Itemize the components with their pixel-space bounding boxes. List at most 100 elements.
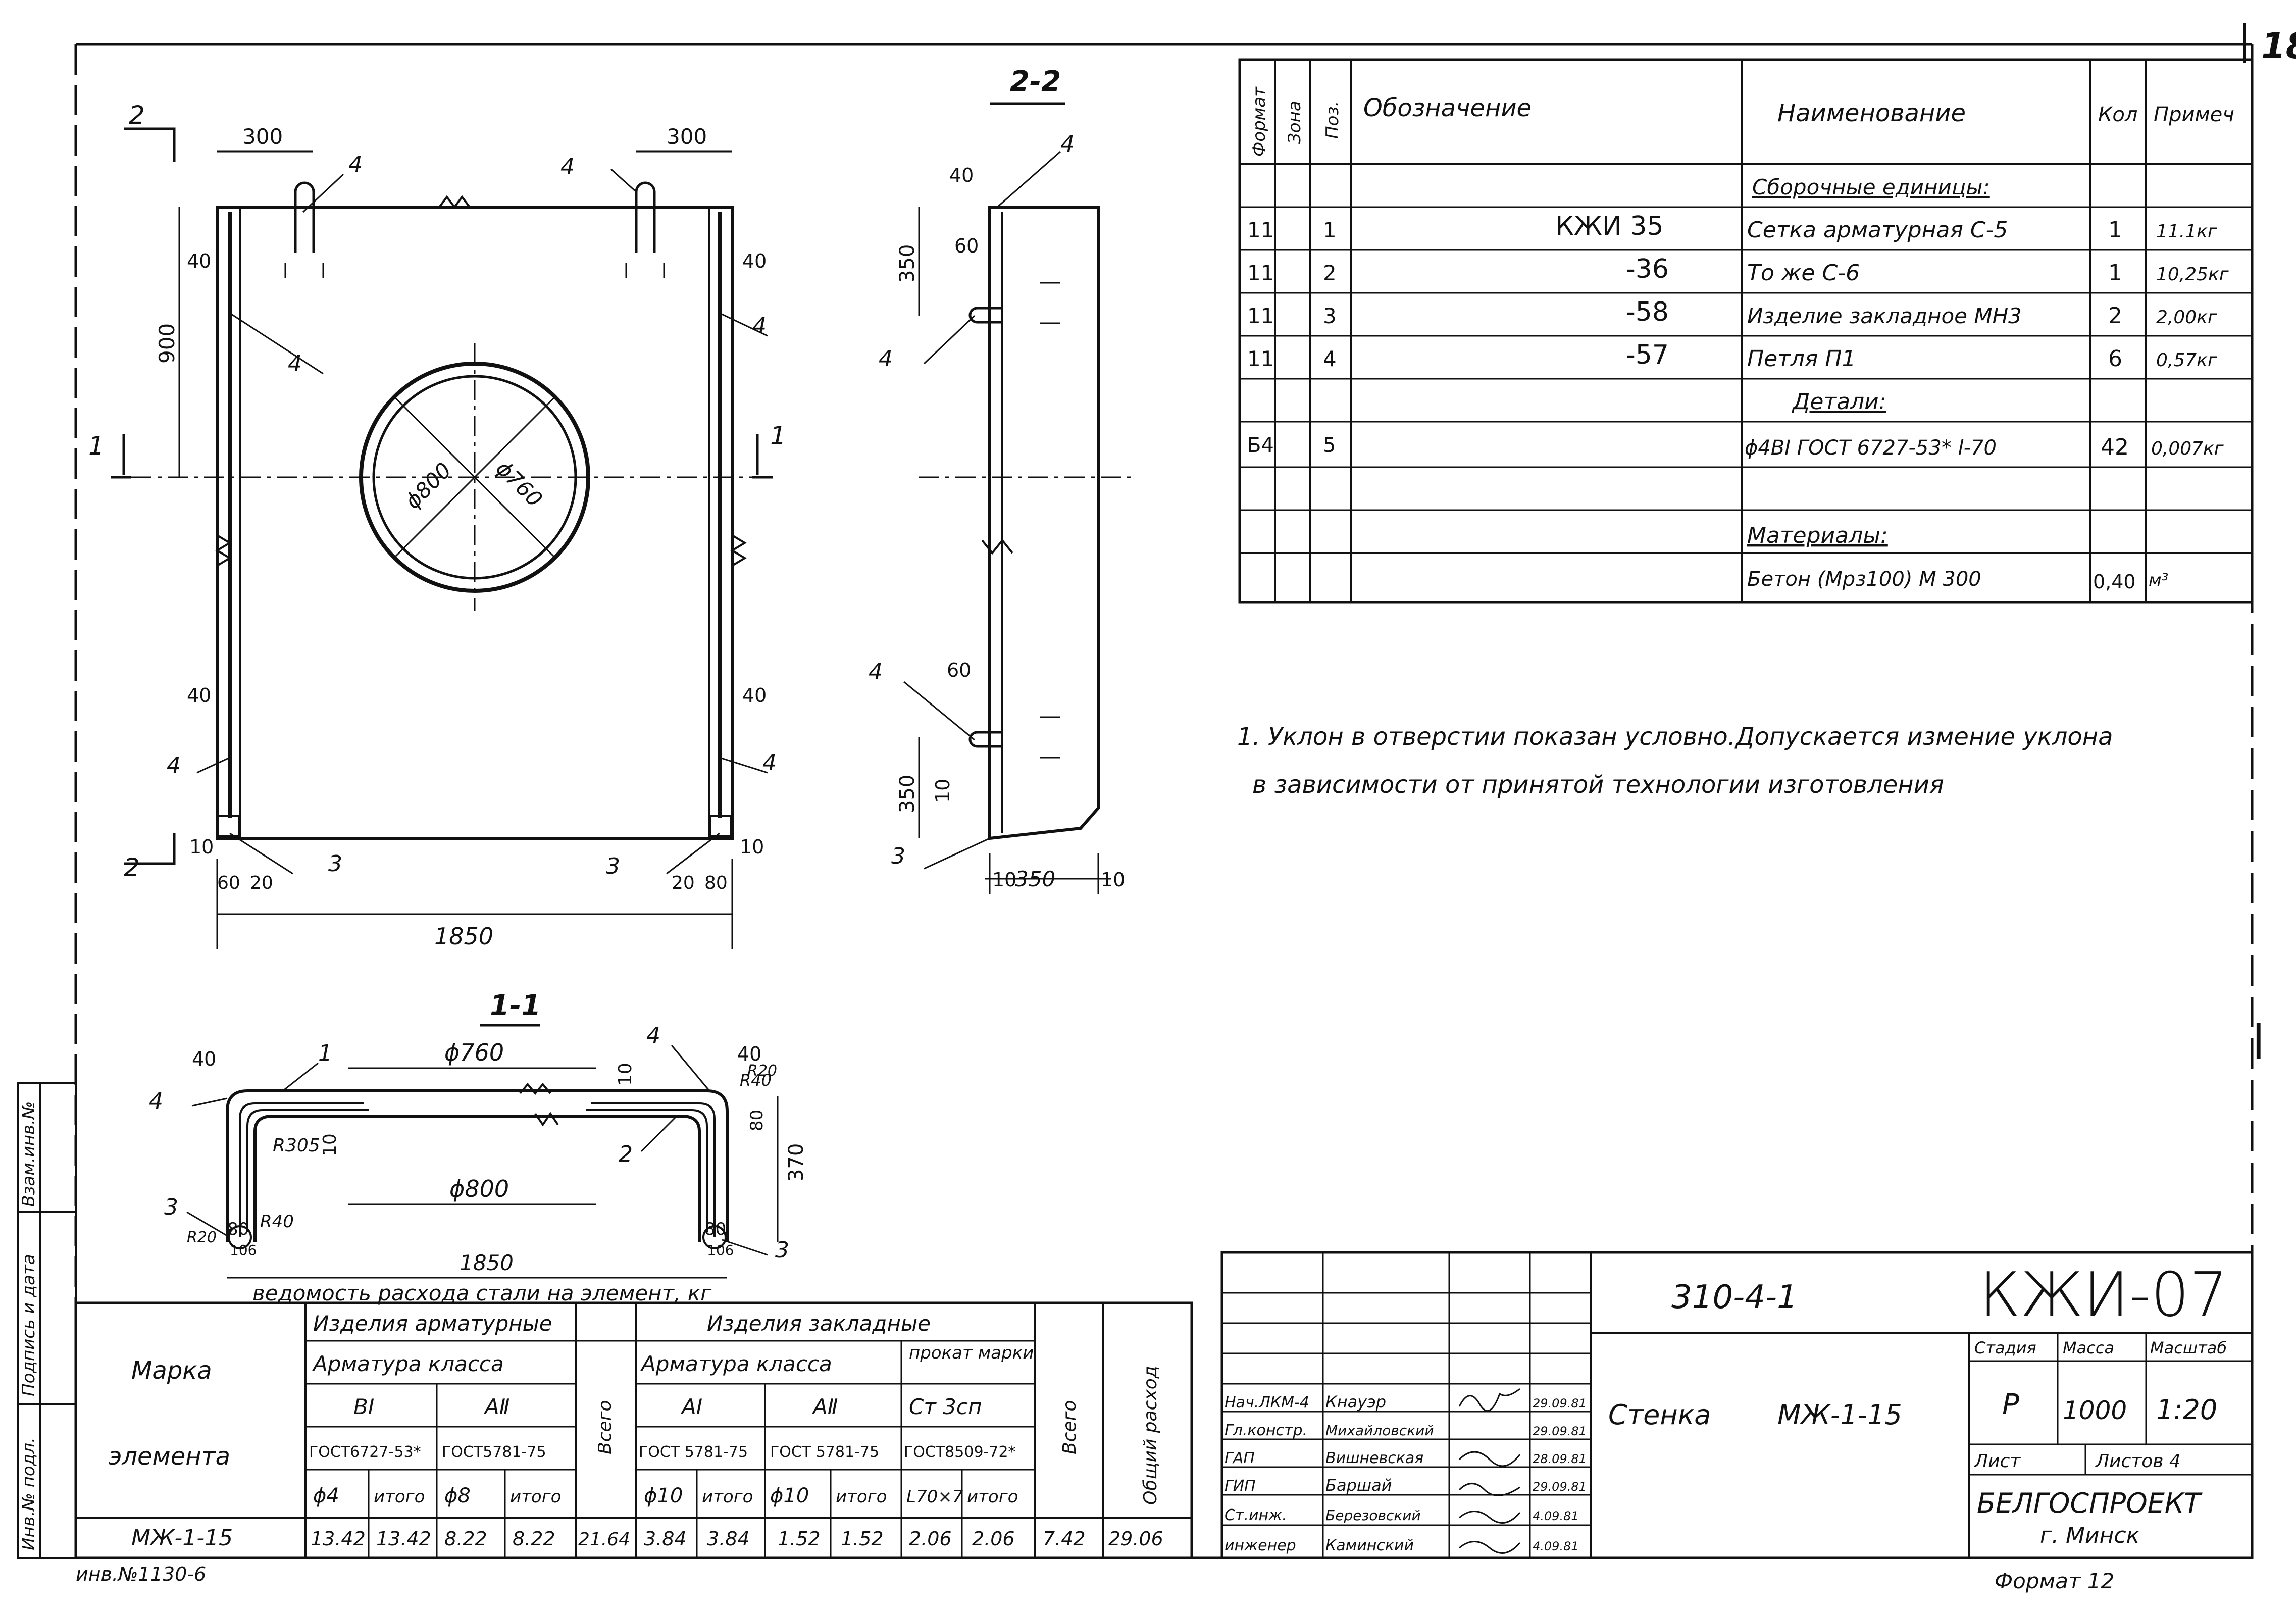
dim-10-right: 10 [740, 836, 764, 858]
steel-obsh: Общий расход [1140, 1366, 1161, 1505]
tb-stage: Р [2002, 1388, 2019, 1421]
svg-text:11.1кг: 11.1кг [2156, 221, 2218, 242]
svg-text:-57: -57 [1626, 340, 1669, 370]
callout-4-11-a: 4 [149, 1088, 163, 1114]
steel-st3: Ст 3сп [909, 1394, 982, 1419]
page-number: 18 [2261, 25, 2296, 67]
dim-phi800: ϕ800 [400, 458, 456, 514]
specification-table: Формат Зона Поз. Обозначение Наименовани… [1238, 58, 2254, 604]
spec-section-materials: Материалы: [1747, 523, 1888, 548]
dim-10-11-r: 10 [615, 1063, 636, 1086]
svg-text:2: 2 [2108, 303, 2122, 329]
loop-left [294, 181, 315, 253]
callout-4-b: 4 [560, 154, 575, 180]
svg-text:5: 5 [1323, 434, 1336, 457]
spec-row-1: 11 1 КЖИ 35 Сетка арматурная С-5 1 11.1к… [1247, 211, 2218, 243]
svg-text:4: 4 [1323, 346, 1337, 371]
callout-1-11: 1 [318, 1040, 332, 1066]
tb-name2: МЖ-1-15 [1777, 1399, 1902, 1431]
svg-text:8.22: 8.22 [444, 1528, 487, 1550]
svg-text:ГИП: ГИП [1224, 1477, 1256, 1495]
stamp-vzam-inv: Взам.инв.№ [19, 1101, 39, 1207]
dim-40-ur: 40 [742, 250, 767, 272]
dim-40-11-r: 40 [737, 1043, 761, 1065]
callout-4-22-b: 4 [879, 346, 893, 372]
callout-4-11-b: 4 [646, 1023, 660, 1048]
loop-right [635, 181, 656, 253]
side-stamp: Инв.№ подл. Подпись и дата Взам.инв.№ [17, 1082, 77, 1559]
steel-gost-b1: ГОСТ6727-53* [309, 1443, 421, 1461]
dim-80-11-r: 80 [704, 1219, 726, 1239]
steel-gost-st: ГОСТ8509-72* [904, 1443, 1016, 1461]
margin-mark: | [2252, 1018, 2265, 1059]
svg-text:29.09.81: 29.09.81 [1533, 1480, 1587, 1494]
callout-4-f: 4 [762, 750, 777, 776]
svg-text:Ст.инж.: Ст.инж. [1224, 1506, 1287, 1524]
dim-350-22: 350 [1015, 867, 1055, 891]
svg-text:0,007кг: 0,007кг [2151, 438, 2224, 459]
signatures [1458, 1388, 1521, 1554]
dim-106-l: 106 [230, 1242, 257, 1259]
spec-header-zone: Зона [1285, 100, 1305, 144]
svg-text:11: 11 [1247, 218, 1274, 242]
tb-city: г. Минск [2040, 1523, 2140, 1548]
svg-text:2: 2 [1323, 261, 1337, 285]
svg-text:-36: -36 [1626, 254, 1669, 284]
dim-20-left: 20 [250, 873, 273, 893]
section-2-2-title: 2-2 [1010, 65, 1061, 98]
spec-row-3: 11 3 -58 Изделие закладное МН3 2 2,00кг [1247, 297, 2218, 329]
steel-phi10: ϕ10 [644, 1484, 683, 1507]
svg-text:29.09.81: 29.09.81 [1533, 1424, 1587, 1438]
svg-text:1: 1 [1323, 218, 1337, 242]
callout-4-a: 4 [348, 152, 363, 177]
svg-text:инженер: инженер [1224, 1537, 1296, 1554]
steel-phi8: ϕ8 [444, 1484, 471, 1507]
steel-row-mark: МЖ-1-15 [131, 1525, 233, 1551]
tb-person-6: инженер Каминский 4.09.81 [1224, 1537, 1579, 1554]
callout-3-11-b: 3 [775, 1237, 789, 1263]
svg-text:1: 1 [2108, 217, 2122, 243]
steel-marka-l2: элемента [109, 1442, 230, 1471]
steel-phi4: ϕ4 [313, 1484, 339, 1507]
steel-vsego-1: Всего [595, 1400, 616, 1454]
section-1-1-title: 1-1 [490, 989, 541, 1022]
svg-text:4.09.81: 4.09.81 [1533, 1539, 1579, 1553]
dim-r20-r: R20 [747, 1062, 777, 1080]
svg-text:28.09.81: 28.09.81 [1533, 1452, 1587, 1466]
spec-header-qty: Кол [2098, 103, 2137, 126]
callout-3-b: 3 [606, 853, 620, 879]
callout-2-11: 2 [619, 1141, 633, 1167]
steel-gost-a1z: ГОСТ 5781-75 [639, 1443, 748, 1461]
note-line-1: 1. Уклон в отверстии показан условно.Доп… [1237, 723, 2113, 751]
tb-person-3: ГАП Вишневская 28.09.81 [1224, 1449, 1587, 1467]
tb-name1: Стенка [1608, 1399, 1711, 1431]
svg-text:11: 11 [1247, 261, 1274, 285]
svg-text:7.42: 7.42 [1043, 1528, 1086, 1550]
svg-text:10,25кг: 10,25кг [2156, 264, 2229, 285]
spec-section-details: Детали: [1792, 389, 1886, 415]
steel-gost-a2z: ГОСТ 5781-75 [770, 1443, 879, 1461]
format-label: Формат 12 [1995, 1569, 2114, 1593]
svg-text:13.42: 13.42 [311, 1528, 366, 1550]
dim-r305: R305 [273, 1135, 320, 1156]
inventory-number: инв.№1130-6 [76, 1563, 206, 1585]
svg-text:-58: -58 [1626, 297, 1669, 327]
svg-text:Сетка арматурная С-5: Сетка арматурная С-5 [1747, 217, 2008, 243]
steel-table-title: ведомость расхода стали на элемент, кг [252, 1281, 712, 1305]
steel-itogo-2: итого [510, 1487, 561, 1507]
svg-text:29.09.81: 29.09.81 [1533, 1396, 1587, 1411]
svg-text:3: 3 [1323, 304, 1337, 328]
spec-header-name: Наименование [1777, 99, 1966, 127]
svg-text:4.09.81: 4.09.81 [1533, 1509, 1579, 1523]
svg-text:11: 11 [1247, 346, 1274, 371]
svg-text:Гл.констр.: Гл.констр. [1224, 1422, 1307, 1439]
dim-10-22-side: 10 [932, 779, 954, 803]
cut-2-top: 2 [129, 100, 145, 130]
dim-40-22: 40 [949, 164, 974, 186]
steel-itogo-5: итого [967, 1487, 1018, 1507]
spec-material-row: Бетон (Мрз100) М 300 0,40 м³ [1747, 568, 2168, 593]
dim-80-right: 80 [704, 873, 728, 893]
steel-itogo-3: итого [702, 1487, 753, 1507]
tb-person-4: ГИП Баршай 29.09.81 [1224, 1476, 1587, 1495]
